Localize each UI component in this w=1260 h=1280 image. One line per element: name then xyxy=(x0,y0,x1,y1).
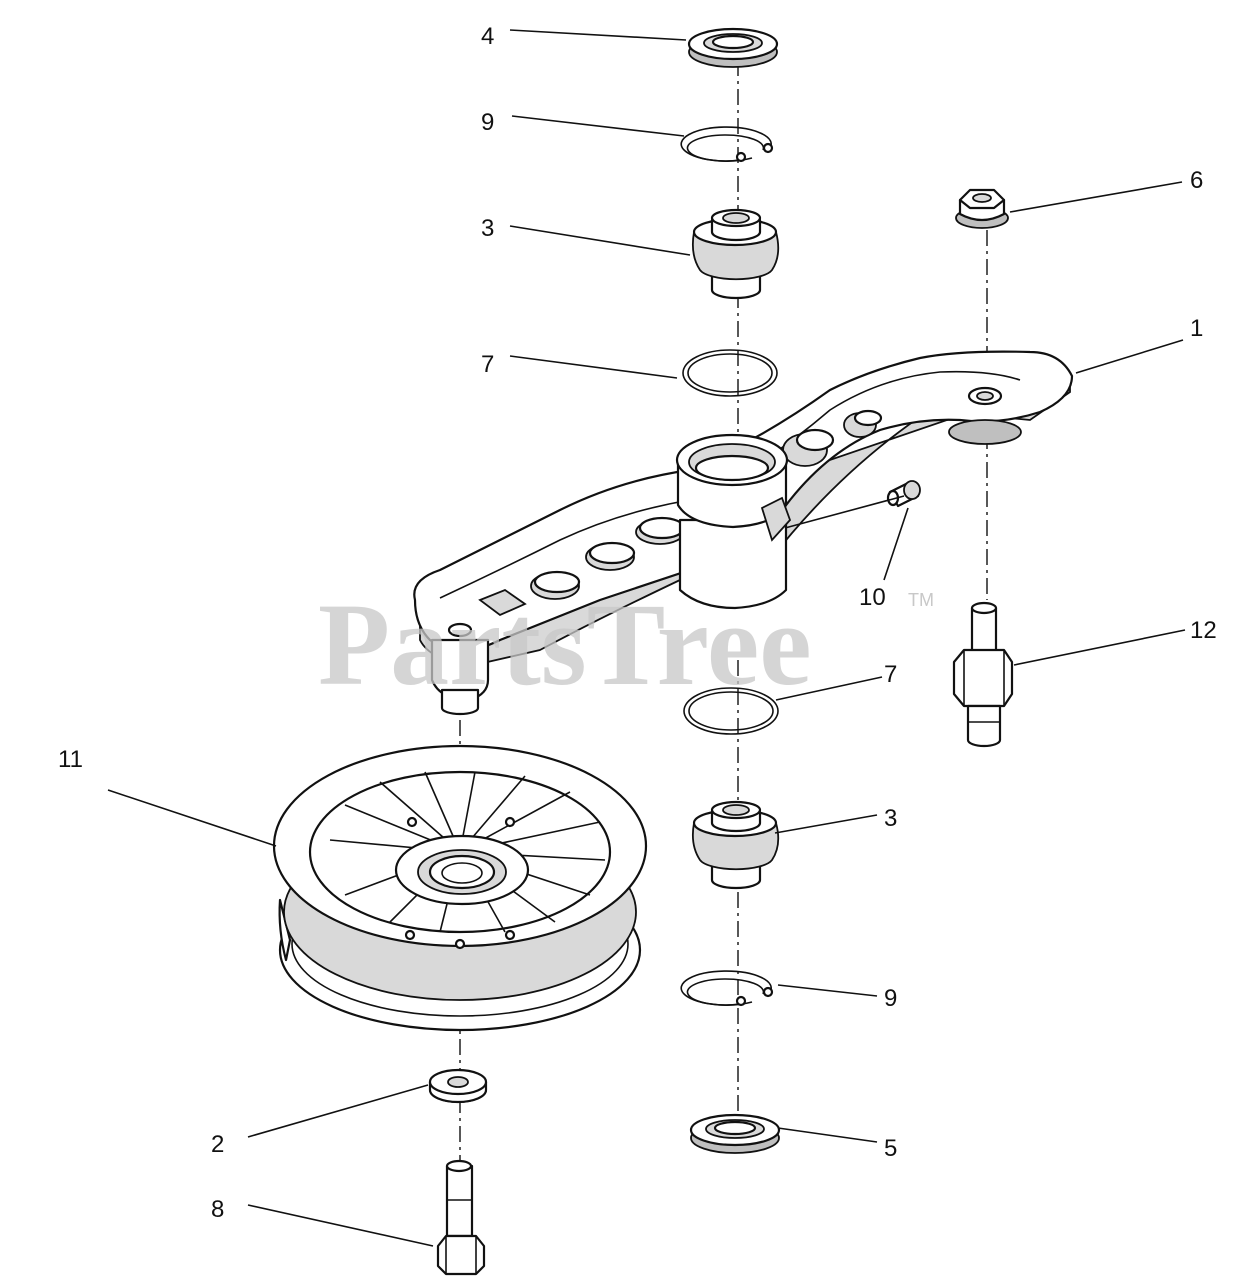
bolt-part xyxy=(436,1159,486,1276)
watermark-text: PartsTree xyxy=(318,579,812,710)
callout-5: 5 xyxy=(884,1135,897,1162)
watermark-trademark: TM xyxy=(908,590,934,610)
callout-1: 1 xyxy=(1190,315,1203,342)
retaining-ring-upper-part xyxy=(680,126,774,163)
washer-part xyxy=(428,1068,488,1104)
callout-6: 6 xyxy=(1190,167,1203,194)
leader-lines xyxy=(107,29,1186,1247)
retaining-ring-lower-part xyxy=(680,970,774,1007)
stud-part xyxy=(952,601,1014,748)
callout-7-upper: 7 xyxy=(481,351,494,378)
callout-9-upper: 9 xyxy=(481,109,494,136)
idler-arm-part xyxy=(413,350,1074,716)
callout-3-upper: 3 xyxy=(481,215,494,242)
callout-3-lower: 3 xyxy=(884,805,897,832)
callout-8: 8 xyxy=(211,1196,224,1223)
pulley-part xyxy=(272,744,648,1032)
callout-10: 10 xyxy=(859,584,886,611)
nut-part xyxy=(955,188,1009,229)
seal-lower-part xyxy=(689,1113,781,1154)
grease-fitting-part xyxy=(886,480,921,508)
callouts: 4 9 3 7 6 1 10 12 7 11 3 9 2 5 8 xyxy=(58,23,1217,1223)
o-ring-upper-part xyxy=(682,349,778,397)
callout-2: 2 xyxy=(211,1131,224,1158)
seal-upper-part xyxy=(687,27,779,68)
bearing-upper-part xyxy=(691,208,780,300)
watermark: PartsTree TM xyxy=(318,579,934,710)
callout-11: 11 xyxy=(58,746,83,773)
o-ring-lower-part xyxy=(683,687,779,735)
callout-4: 4 xyxy=(481,23,494,50)
bearing-lower-part xyxy=(691,800,780,890)
callout-12: 12 xyxy=(1190,617,1217,644)
callout-9-lower: 9 xyxy=(884,985,897,1012)
callout-7-lower: 7 xyxy=(884,661,897,688)
